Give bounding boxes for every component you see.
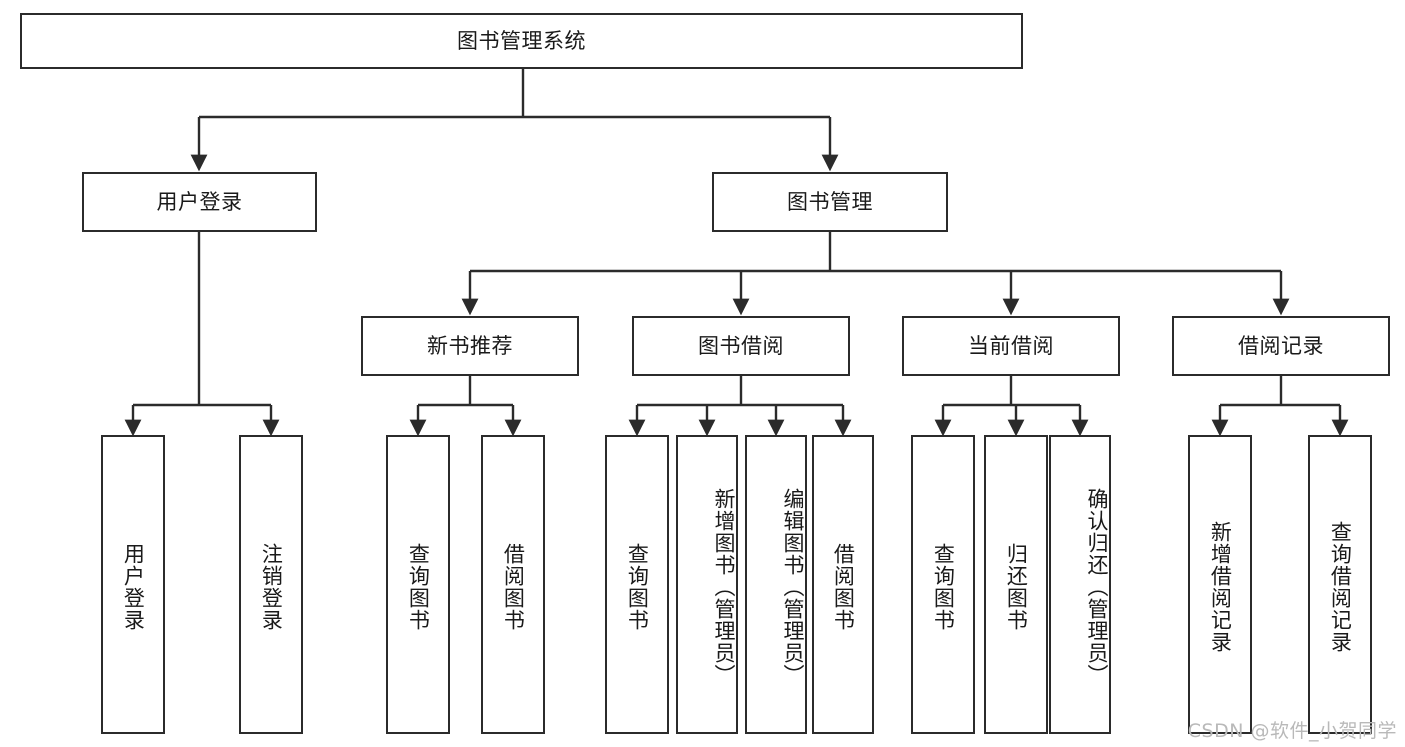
node-leaf-query-book-3[interactable]: 查询图书 [911,435,975,734]
node-borrow-record[interactable]: 借阅记录 [1172,316,1390,376]
node-root[interactable]: 图书管理系统 [20,13,1023,69]
node-leaf-logout[interactable]: 注销登录 [239,435,303,734]
node-leaf-borrow-book-2-label: 借阅图书 [831,542,856,631]
node-leaf-user-login-label: 用户登录 [121,542,146,631]
node-leaf-edit-book-label: 编辑图书（管理员） [781,487,805,686]
node-leaf-query-book-1-label: 查询图书 [406,542,431,631]
node-book-manage-label: 图书管理 [787,189,873,214]
node-user-login-label: 用户登录 [156,189,243,214]
node-leaf-borrow-book-1-label: 借阅图书 [501,542,526,631]
node-leaf-confirm-return[interactable]: 确认归还（管理员） [1049,435,1111,734]
node-leaf-query-book-2[interactable]: 查询图书 [605,435,669,734]
node-leaf-borrow-book-1[interactable]: 借阅图书 [481,435,545,734]
node-leaf-add-record[interactable]: 新增借阅记录 [1188,435,1252,734]
node-leaf-logout-label: 注销登录 [259,542,284,631]
node-leaf-add-book-label: 新增图书（管理员） [712,487,736,686]
csdn-watermark: CSDN @软件_小贺同学 [1187,720,1397,742]
node-leaf-user-login[interactable]: 用户登录 [101,435,165,734]
node-leaf-query-book-2-label: 查询图书 [625,542,650,631]
node-leaf-add-record-label: 新增借阅记录 [1208,520,1233,653]
node-leaf-confirm-return-label: 确认归还（管理员） [1085,487,1109,686]
node-new-book-rec[interactable]: 新书推荐 [361,316,579,376]
node-new-book-rec-label: 新书推荐 [427,333,513,358]
node-leaf-query-book-1[interactable]: 查询图书 [386,435,450,734]
node-leaf-return-book-label: 归还图书 [1004,542,1029,631]
node-book-borrow-label: 图书借阅 [698,333,784,358]
node-root-label: 图书管理系统 [457,28,586,53]
node-borrow-record-label: 借阅记录 [1238,333,1324,358]
node-current-borrow-label: 当前借阅 [968,333,1054,358]
node-leaf-borrow-book-2[interactable]: 借阅图书 [812,435,874,734]
node-leaf-edit-book[interactable]: 编辑图书（管理员） [745,435,807,734]
node-leaf-return-book[interactable]: 归还图书 [984,435,1048,734]
node-leaf-query-record[interactable]: 查询借阅记录 [1308,435,1372,734]
node-leaf-query-book-3-label: 查询图书 [931,542,956,631]
node-leaf-add-book[interactable]: 新增图书（管理员） [676,435,738,734]
node-book-manage[interactable]: 图书管理 [712,172,948,232]
node-current-borrow[interactable]: 当前借阅 [902,316,1120,376]
node-book-borrow[interactable]: 图书借阅 [632,316,850,376]
node-leaf-query-record-label: 查询借阅记录 [1328,520,1353,653]
node-user-login[interactable]: 用户登录 [82,172,317,232]
